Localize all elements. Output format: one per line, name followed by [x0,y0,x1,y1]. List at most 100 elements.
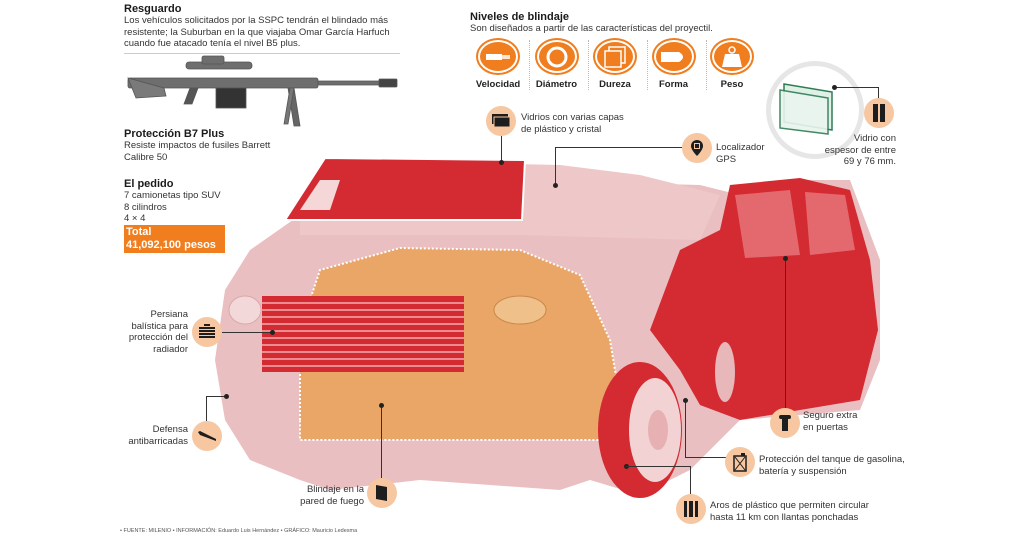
resguardo-title: Resguardo [124,3,182,15]
callout-text: hasta 11 km con llantas ponchadas [710,511,859,523]
callout-text: de plástico y cristal [521,123,602,135]
bullet-icon [653,40,694,73]
weight-icon [712,40,752,73]
separator [529,40,530,90]
callout-text: Localizador [716,142,765,153]
leader-dot [783,256,788,261]
radiator-louver-icon [192,317,222,347]
leader-dot [224,394,229,399]
leader-line [501,136,502,162]
glass-layers-image [779,83,833,135]
separator [706,40,707,90]
gps-locator-icon [682,133,712,163]
glass-detail-circle [766,61,864,159]
callout-defensa: Defensa antibarricadas [120,424,188,447]
leader-line [206,396,207,421]
callout-vidrio: Vidrio con espesor de entre 69 y 76 mm. [820,133,896,168]
pedido-section: El pedido 7 camionetas tipo SUV 8 cilind… [124,178,314,253]
callout-blindaje-fuego: Blindaje en la pared de fuego [296,484,364,507]
leader-line [206,396,226,397]
leader-line [785,258,786,408]
niveles-section: Niveles de blindaje Son diseñados a part… [470,11,770,35]
resguardo-text: Los vehículos solicitados por la SSPC te… [124,15,390,49]
leader-dot [379,403,384,408]
callout-tanque: Protección del tanque de gasolina, bater… [759,454,919,477]
leader-dot [683,398,688,403]
callout-text: GPS [716,153,737,165]
leader-dot [270,330,275,335]
callout-text: Persiana [150,309,189,320]
callout-seguro: Seguro extra en puertas [803,410,903,433]
nivel-label: Forma [658,79,689,90]
nivel-diametro: Diámetro [529,40,585,90]
total-label: Total [126,225,152,238]
leader-dot [553,183,558,188]
callout-text: Vidrio con [853,133,896,144]
separator [647,40,648,90]
proteccion-line1: Resiste impactos de fusiles Barrett [124,140,271,151]
nivel-dureza: Dureza [587,40,643,90]
niveles-title: Niveles de blindaje [470,11,570,23]
pedido-title: El pedido [124,178,174,190]
callout-text: Vidrios con varias capas [521,112,624,123]
leader-line [555,147,556,185]
callout-text: Defensa [152,424,188,435]
leader-line [690,466,691,494]
door-lock-icon [770,408,800,438]
square-stack-icon [595,40,635,73]
callout-vidrios-capas: Vidrios con varias capas de plástico y c… [521,112,661,135]
nivel-label: Diámetro [535,79,578,90]
glass-layers-icon [486,106,516,136]
leader-line [835,87,879,88]
callout-text: espesor de entre [824,144,896,156]
leader-line [685,457,727,458]
pedido-item: 8 cilindros [124,201,167,213]
callout-text: Seguro extra [803,410,858,421]
leader-line [381,405,382,478]
resguardo-section: Resguardo Los vehículos solicitados por … [124,3,404,54]
proteccion-section: Protección B7 Plus Resiste impactos de f… [124,128,314,163]
ring-icon [536,40,577,73]
thick-glass-icon [864,98,894,128]
leader-line [222,332,272,333]
total-box: Total 41,092,100 pesos [124,224,225,253]
total-value: 41,092,100 pesos [126,238,216,251]
callout-text: balística para [131,320,188,332]
bumper-bar-icon [192,421,222,451]
leader-dot [832,85,837,90]
nivel-velocidad: Velocidad [470,40,526,90]
niveles-subtitle: Son diseñados a partir de las caracterís… [470,23,713,34]
callout-gps: Localizador GPS [716,142,796,165]
callout-text: en puertas [803,421,848,433]
grille-louvers [262,296,464,372]
proteccion-title: Protección B7 Plus [124,128,225,140]
nivel-label: Peso [720,79,744,90]
callout-text: Aros de plástico que permiten circular [710,500,869,511]
leader-line [878,87,879,99]
callout-aros: Aros de plástico que permiten circular h… [710,500,900,523]
nivel-peso: Peso [704,40,760,90]
leader-line [626,466,690,467]
bullet-speed-icon [478,40,518,73]
callout-persiana: Persiana balística para protección del r… [124,309,188,355]
barrett-rifle-image [127,55,398,127]
callout-text: radiador [153,343,188,355]
credits-footer: • FUENTE: MILENIO • INFORMACIÓN: Eduardo… [120,528,358,534]
leader-line [555,147,682,148]
pedido-item: 7 camionetas tipo SUV [124,190,221,201]
callout-text: Blindaje en la [306,484,364,495]
callout-text: antibarricadas [128,435,188,447]
callout-text: protección del [128,332,188,343]
pedido-item: 4 × 4 [124,213,146,224]
nivel-label: Velocidad [475,79,521,90]
nivel-label: Dureza [599,79,631,90]
callout-text: pared de fuego [300,495,364,507]
niveles-icons: Velocidad Diámetro Dureza Forma Peso [470,40,760,90]
run-flat-rings-icon [676,494,706,524]
separator [588,40,589,90]
callout-text: 69 y 76 mm. [843,156,896,167]
divider [124,52,400,54]
callout-text: batería y suspensión [759,465,847,477]
nivel-forma: Forma [646,40,702,90]
fuel-can-icon [725,447,755,477]
